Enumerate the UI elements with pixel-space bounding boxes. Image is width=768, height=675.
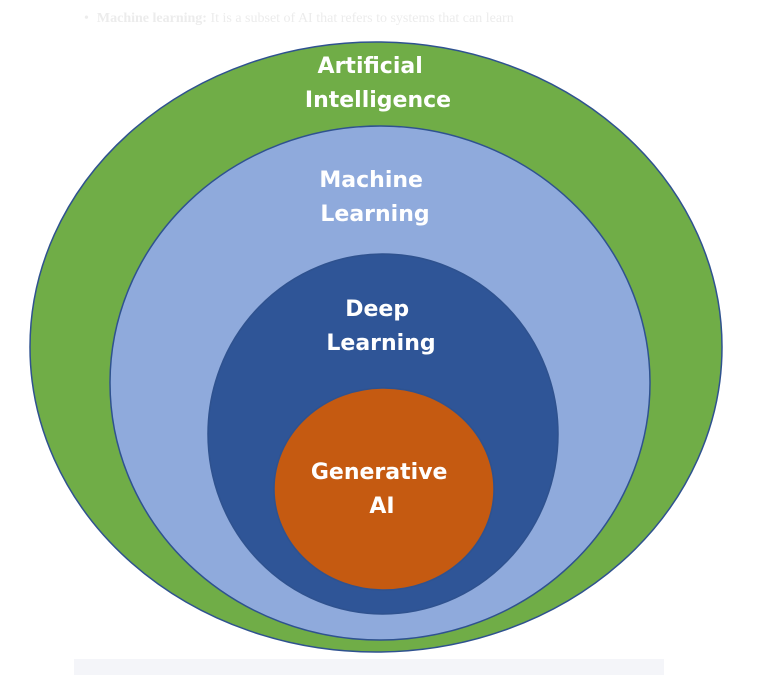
label-line: AI: [369, 494, 394, 519]
bullet-term: Machine learning:: [96, 11, 207, 26]
label-line: Machine: [319, 168, 423, 193]
label-deep-learning: Deep Learning: [326, 297, 435, 356]
label-machine-learning: Machine Learning: [319, 168, 430, 227]
label-generative-ai: Generative AI: [311, 460, 455, 519]
label-line: Learning: [320, 202, 429, 227]
label-line: Artificial: [318, 54, 423, 79]
bullet-body: It is a subset of AI that refers to syst…: [206, 11, 514, 26]
label-line: Intelligence: [305, 88, 451, 113]
bottom-strip: [74, 659, 664, 675]
ring-generative-ai: [273, 387, 495, 591]
label-line: Learning: [326, 331, 435, 356]
background-bullet-text: • Machine learning: It is a subset of AI …: [84, 11, 724, 27]
label-line: Deep: [345, 297, 409, 322]
label-line: Generative: [311, 460, 448, 485]
bullet-dot: •: [84, 11, 89, 26]
label-artificial-intelligence: Artificial Intelligence: [305, 54, 451, 113]
